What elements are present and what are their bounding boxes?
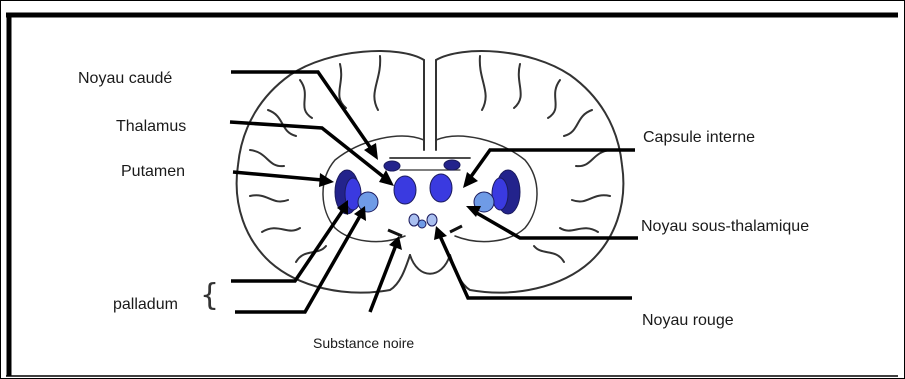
thalamus-left [394,176,416,204]
subthalamic-left [409,214,419,226]
label-noyau-rouge: Noyau rouge [642,313,734,329]
label-substance-noire: Substance noire [313,336,414,350]
palladum-brace: { [200,281,219,311]
label-putamen: Putamen [121,164,185,180]
label-palladum: palladum [113,297,178,313]
red-nucleus-left [418,220,426,228]
label-thalamus: Thalamus [116,119,186,135]
caudate-right [444,160,460,170]
caudate-left [384,161,400,171]
thalamus-right [430,174,452,202]
label-capsule-interne: Capsule interne [643,130,755,146]
label-noyau-caude: Noyau caudé [78,71,172,87]
label-noyau-sous-thalamique: Noyau sous-thalamique [641,219,809,235]
putamen-right-inner [492,178,508,210]
subthalamic-right [427,214,437,226]
